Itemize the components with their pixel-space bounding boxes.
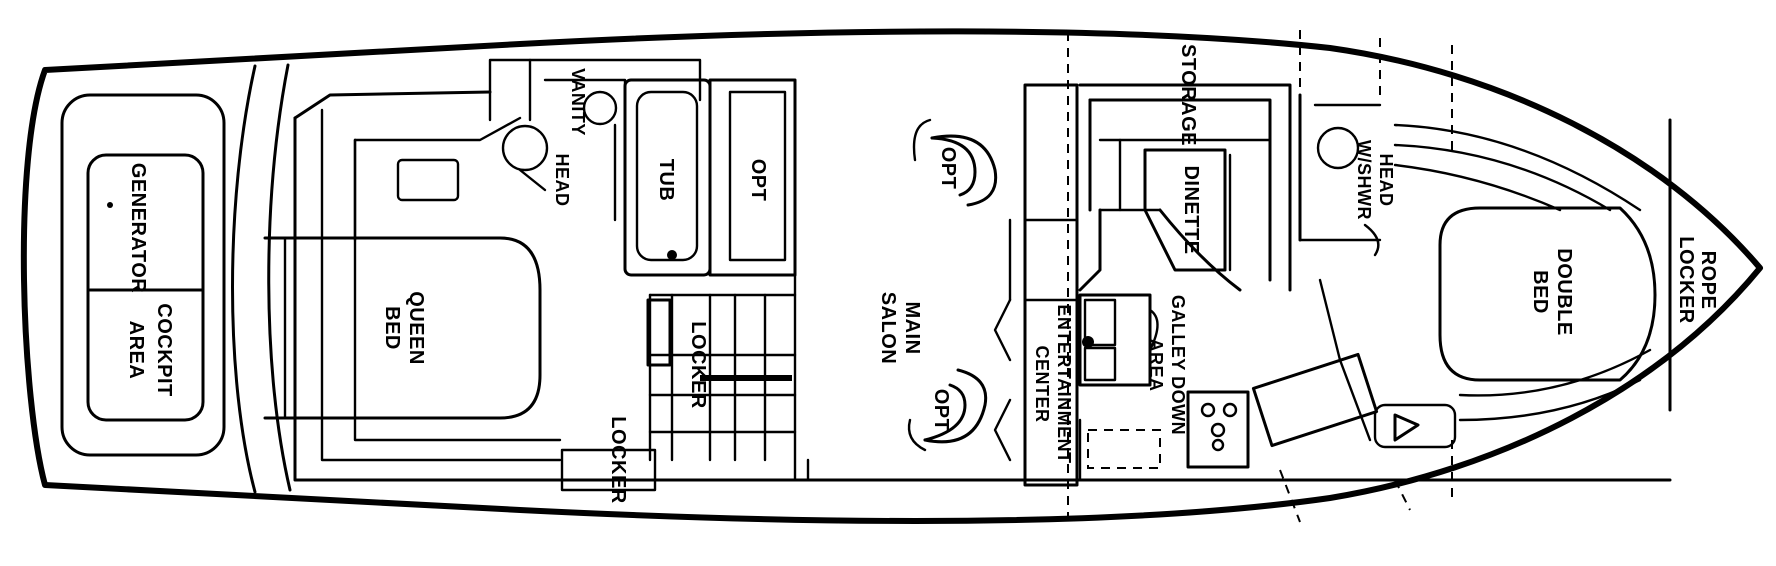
cockpit-label-line1: COCKPIT <box>153 303 175 397</box>
aft-stateroom <box>263 58 562 462</box>
vanity-label: VANITY <box>568 68 588 136</box>
cockpit-area <box>60 93 226 457</box>
forward-stateroom <box>1373 123 1657 449</box>
cockpit-label-line2: AREA <box>125 321 147 380</box>
entertainment-center <box>993 83 1079 487</box>
lower-locker-label: LOCKER <box>607 416 629 504</box>
galley-label-line2: AREA <box>1146 338 1166 391</box>
forward-head-label-line1: HEAD <box>1376 153 1396 206</box>
salon-chair-upper-label: OPT <box>937 147 959 190</box>
aft-head-label: HEAD <box>552 153 572 206</box>
opt-cabinet-label: OPT <box>747 159 769 202</box>
dashed-overhead-lines <box>1067 30 1453 523</box>
double-bed-label-line2: BED <box>1529 270 1551 314</box>
storage-label: STORAGE <box>1177 44 1199 146</box>
galley <box>1078 208 1379 482</box>
tub-label: TUB <box>655 159 677 202</box>
main-salon-label-line2: SALON <box>877 292 899 365</box>
center-locker-label: LOCKER <box>687 321 709 409</box>
forward-head <box>1298 93 1382 257</box>
forward-head-label-line2: W/SHWR <box>1354 140 1374 220</box>
galley-label-line1: GALLEY DOWN <box>1168 295 1188 435</box>
main-salon-label-line1: MAIN <box>901 301 923 354</box>
rope-locker-label-line1: ROPE <box>1697 251 1719 310</box>
storage-dinette <box>1078 83 1292 292</box>
rope-locker-label-line2: LOCKER <box>1675 236 1697 324</box>
entertainment-label-line2: CENTER <box>1032 345 1052 422</box>
double-bed-label-line1: DOUBLE <box>1553 248 1575 335</box>
main-salon <box>793 78 998 482</box>
entertainment-label-line1: ENTERTAINMENT <box>1054 304 1074 463</box>
center-locker <box>560 293 797 492</box>
tub <box>623 78 712 277</box>
queen-bed-label-line2: BED <box>381 306 403 350</box>
salon-chair-lower-label: OPT <box>930 389 952 432</box>
queen-bed-label-line1: QUEEN <box>405 291 427 365</box>
generator-label: GENERATOR <box>127 163 149 293</box>
dinette-label: DINETTE <box>1180 165 1202 254</box>
